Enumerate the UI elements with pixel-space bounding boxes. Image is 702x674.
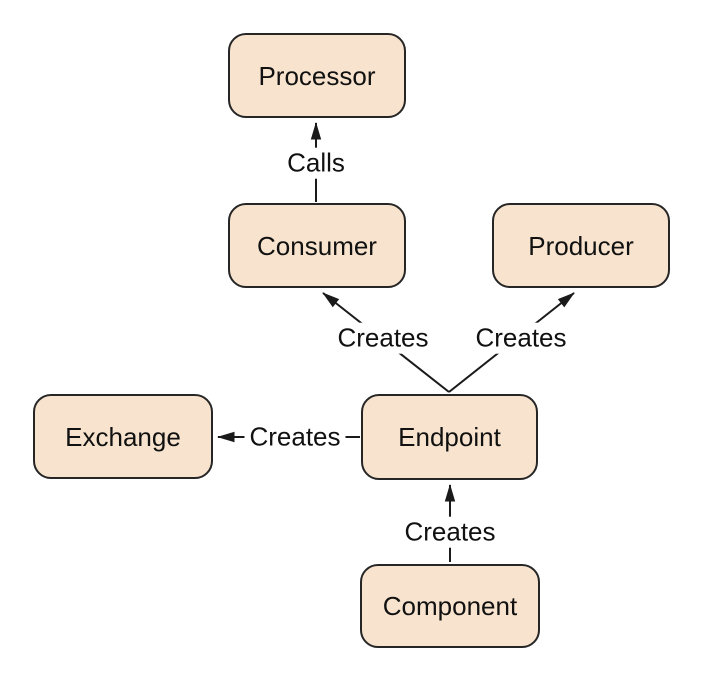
edge-label-creates-endpoint: Creates (399, 516, 501, 548)
edge-label-calls: Calls (282, 147, 350, 179)
node-producer-label: Producer (528, 230, 634, 261)
edge-label-creates-producer: Creates (470, 322, 572, 354)
node-exchange-label: Exchange (65, 421, 181, 452)
node-component-label: Component (382, 591, 518, 621)
node-component: Component (360, 564, 540, 648)
node-processor: Processor (228, 33, 406, 118)
node-endpoint-label: Endpoint (398, 422, 501, 452)
node-producer: Producer (492, 203, 670, 288)
edge-label-creates-exchange: Creates (244, 421, 346, 453)
node-consumer: Consumer (228, 203, 406, 288)
edge-label-creates-consumer: Creates (332, 322, 434, 354)
node-exchange: Exchange (33, 394, 213, 479)
node-processor-label: Processor (258, 60, 376, 91)
node-consumer-label: Consumer (257, 230, 377, 261)
node-endpoint: Endpoint (361, 394, 538, 480)
